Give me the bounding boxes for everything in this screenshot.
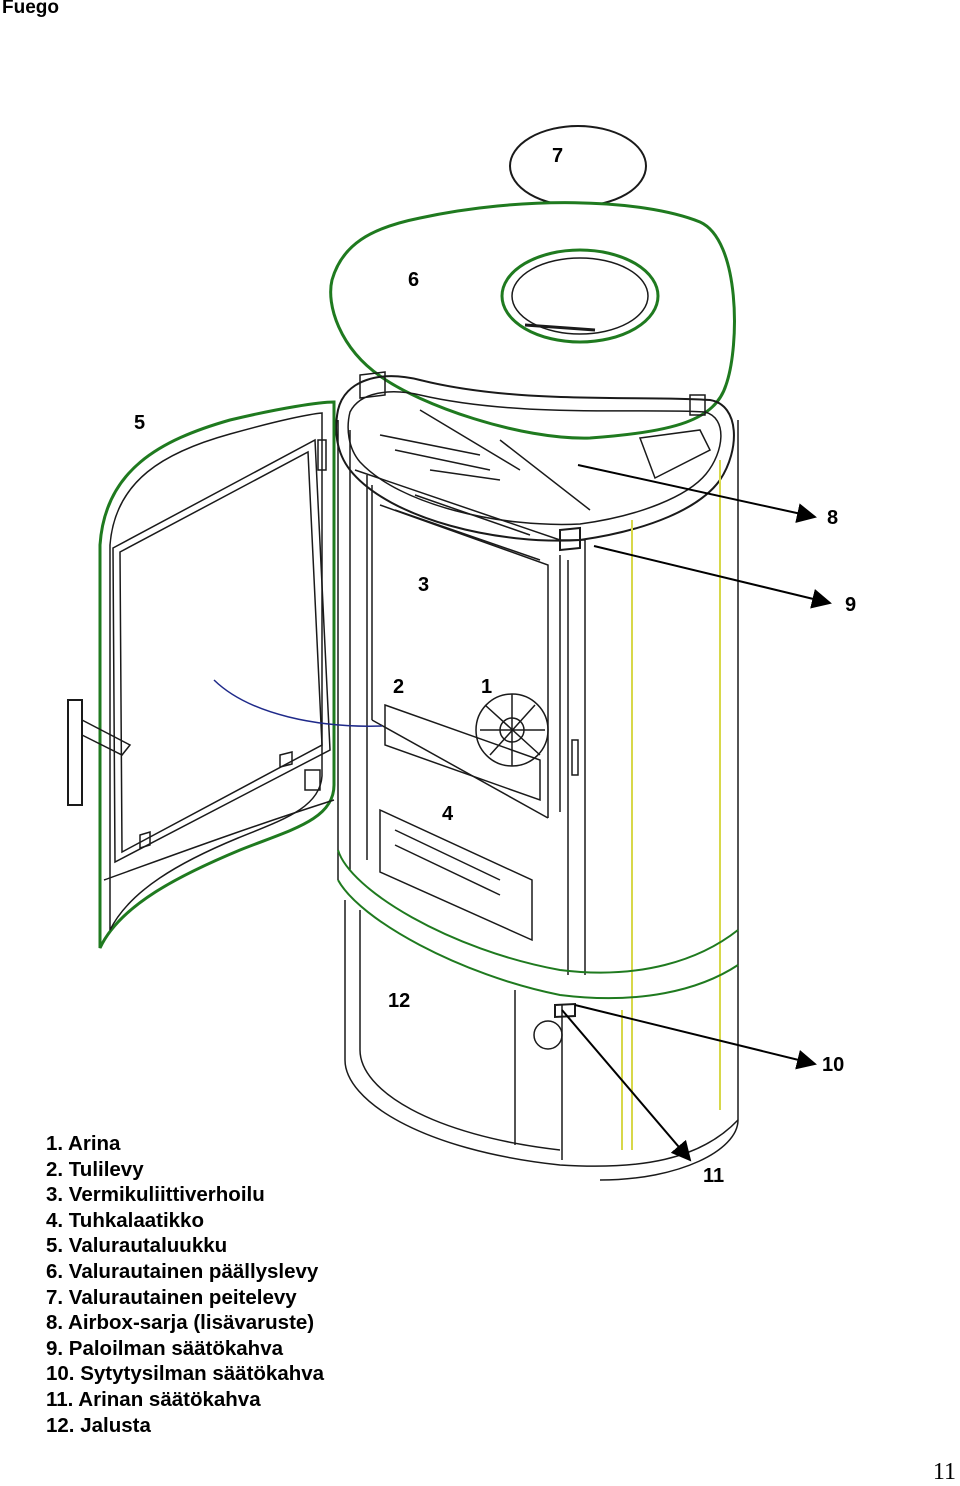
legend-item: 6. Valurautainen päällyslevy (46, 1259, 319, 1283)
legend-item: 4. Tuhkalaatikko (46, 1208, 204, 1232)
callout-6: 6 (408, 269, 419, 291)
stove-body-part (335, 371, 739, 1181)
cast-iron-door-part (67, 400, 383, 949)
callout-4: 4 (442, 803, 454, 825)
callout-10: 10 (822, 1054, 844, 1076)
callout-9: 9 (845, 594, 856, 616)
callout-3: 3 (418, 574, 429, 596)
callout-2: 2 (393, 676, 404, 698)
callout-7: 7 (552, 145, 563, 167)
legend-item: 12. Jalusta (46, 1413, 151, 1437)
callout-11: 11 (703, 1165, 724, 1187)
page-header-title: Fuego (2, 0, 59, 18)
top-plate-part (329, 201, 736, 440)
legend-item: 9. Paloilman säätökahva (46, 1336, 284, 1360)
legend-item: 5. Valurautaluukku (46, 1234, 228, 1258)
legend-item: 1. Arina (46, 1132, 121, 1155)
callout-1: 1 (481, 676, 492, 698)
legend-item: 2. Tulilevy (46, 1157, 144, 1181)
callout-8: 8 (827, 507, 838, 529)
page-number: 11 (932, 1459, 956, 1485)
legend-item: 8. Airbox-sarja (lisävaruste) (46, 1311, 315, 1335)
callout-leader-lines (561, 464, 832, 1162)
legend-item: 7. Valurautainen peitelevy (46, 1285, 297, 1309)
legend-item: 10. Sytytysilman säätökahva (46, 1362, 325, 1386)
parts-legend: 1. Arina 2. Tulilevy 3. Vermikuliittiver… (46, 1131, 324, 1438)
callout-5: 5 (134, 412, 145, 434)
legend-item: 3. Vermikuliittiverhoilu (46, 1183, 265, 1207)
cover-plate-part (509, 125, 647, 207)
callout-12: 12 (388, 990, 410, 1012)
legend-item: 11. Arinan säätökahva (46, 1387, 261, 1411)
